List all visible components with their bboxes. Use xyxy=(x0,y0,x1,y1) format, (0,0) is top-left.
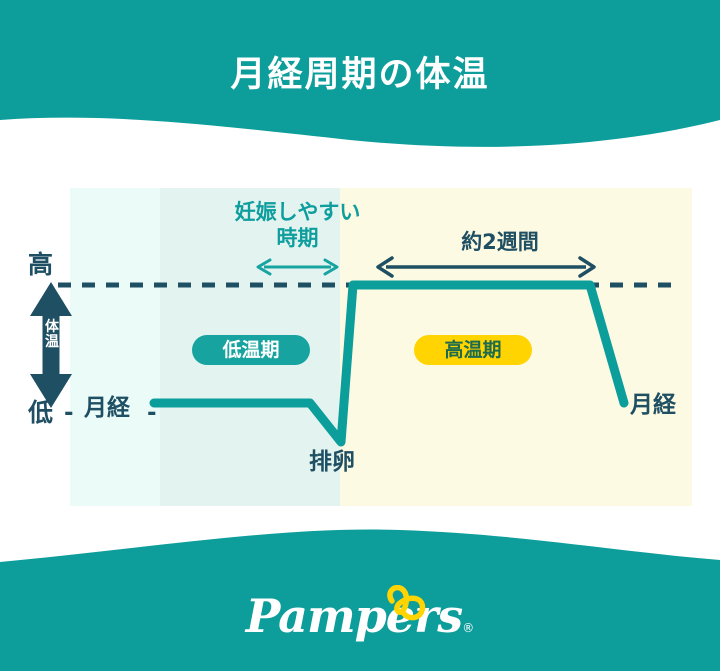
basal-temperature-curve xyxy=(149,280,629,447)
ovulation-label: 排卵 xyxy=(309,449,355,475)
header-band xyxy=(0,0,720,160)
header-wave-shape xyxy=(0,0,720,147)
menses-left-dash-after: - xyxy=(147,400,157,426)
menses-right-label: 月経 xyxy=(630,392,676,418)
registered-trademark-symbol: ® xyxy=(462,621,475,635)
pampers-heart-icon xyxy=(384,584,428,627)
menses-left-dash-before: - xyxy=(64,400,74,426)
chart-container: 高 低 体温 妊娠しやすい 時期 約2週間 低温期 高温期 - 月経 - 排卵 … xyxy=(0,150,720,530)
footer-wave-shape xyxy=(0,529,720,671)
axis-vertical-label: 体温 xyxy=(45,319,59,350)
pampers-logo: Pampers® xyxy=(0,589,720,643)
menses-left-label: 月経 xyxy=(84,395,130,421)
two-weeks-label: 約2週間 xyxy=(461,230,539,254)
chart-svg xyxy=(30,256,680,447)
pampers-wordmark: Pampers xyxy=(245,589,463,643)
page-title: 月経周期の体温 xyxy=(230,55,490,95)
fertile-window-line-2: 時期 xyxy=(276,225,319,250)
temperature-axis-arrow xyxy=(30,282,72,408)
two-weeks-arrow xyxy=(376,256,596,278)
footer-band xyxy=(0,526,720,671)
high-temperature-phase-badge: 高温期 xyxy=(414,335,532,365)
axis-low-label: 低 xyxy=(28,398,54,427)
fertile-window-arrow xyxy=(256,258,339,276)
axis-high-label: 高 xyxy=(28,250,54,279)
fertile-window-label: 妊娠しやすい 時期 xyxy=(200,200,395,251)
fertile-window-line-1: 妊娠しやすい xyxy=(234,200,361,224)
phase-band-1 xyxy=(70,188,160,506)
low-temperature-phase-badge: 低温期 xyxy=(192,335,310,365)
